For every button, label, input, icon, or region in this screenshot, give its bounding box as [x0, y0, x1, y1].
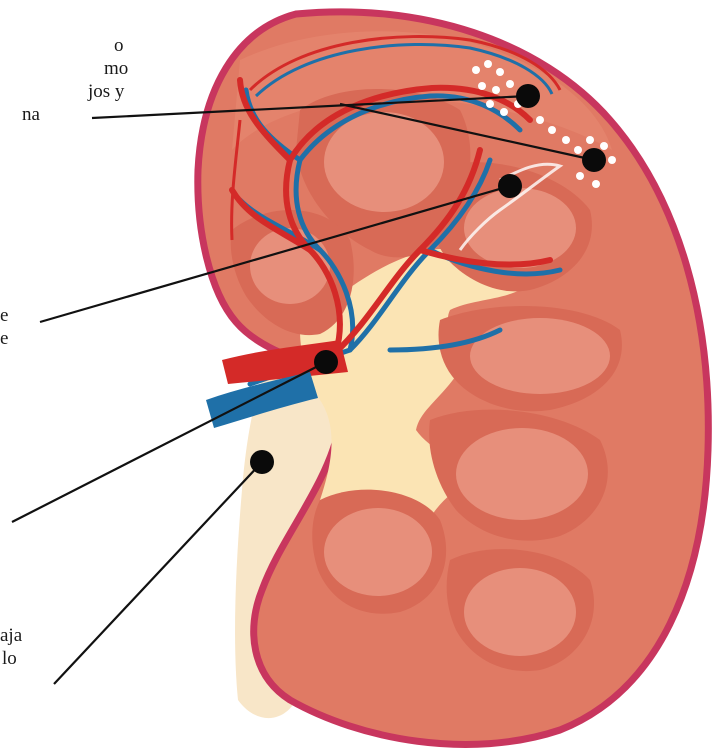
label-vessels: e e [0, 304, 8, 350]
marker-renal-vessels [314, 350, 338, 374]
marker-nephron-2 [582, 148, 606, 172]
label-nephrons-line-2: mo [22, 57, 128, 80]
label-ureter-line-1: aja [0, 624, 22, 647]
label-vessels-line-2: e [0, 327, 8, 350]
label-ureter-line-2: lo [0, 647, 22, 670]
marker-tubule [498, 174, 522, 198]
label-ureter: aja lo [0, 624, 22, 670]
marker-ureter [250, 450, 274, 474]
label-nephrons-line-1: o [22, 34, 128, 57]
label-nephrons-line-4: na [22, 103, 128, 126]
label-nephrons-line-3: jos y [22, 80, 128, 103]
label-nephrons: o mo jos y na [22, 34, 128, 126]
label-vessels-line-1: e [0, 304, 8, 327]
marker-nephron-1 [516, 84, 540, 108]
